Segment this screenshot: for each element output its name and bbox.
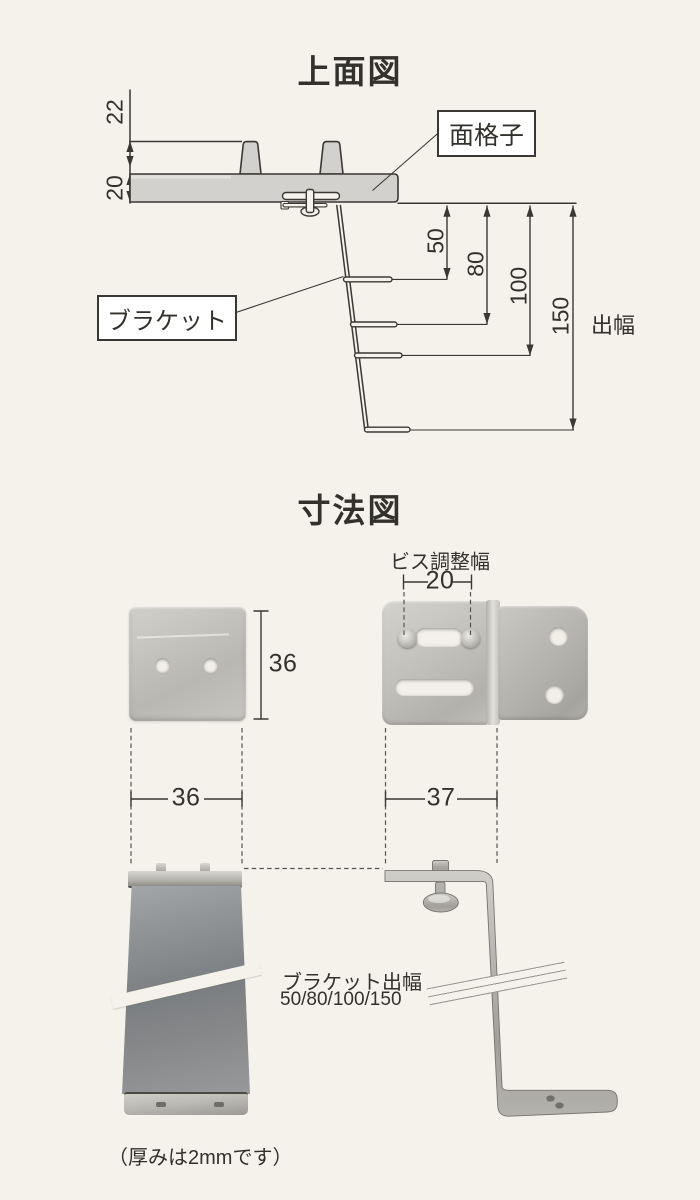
dim-100-label: 100: [505, 266, 532, 306]
grille-bar-section-2: [319, 140, 344, 175]
plate-front-photo: [129, 607, 246, 721]
bracket-arm-100: [353, 352, 403, 359]
bracket-foot: [363, 426, 411, 433]
bracket-top-flange: [498, 606, 588, 720]
screw-post-right: [200, 863, 210, 872]
clamp-bolt: [305, 188, 315, 214]
bracket-stem: [336, 204, 366, 429]
top-view-title: 上面図: [297, 53, 403, 90]
bracket-projection-values: 50/80/100/150: [280, 989, 402, 1010]
mount-slot: [395, 679, 474, 696]
bolt-stem: [435, 881, 446, 900]
scratch-mark: [137, 633, 229, 639]
dim-22-label: 22: [101, 99, 128, 125]
bracket-top-photo: [382, 598, 588, 728]
screw-post-left: [156, 863, 166, 872]
flange-hole-bottom: [545, 685, 564, 704]
bracket-label-box: ブラケット: [97, 295, 237, 341]
dim-bracket-width-label: 37: [426, 783, 456, 812]
dim-screw-adjust-label: 20: [425, 566, 455, 595]
bracket-top-wall-plate: [382, 601, 490, 725]
bracket-front-top-flange: [128, 871, 242, 888]
clamp-plate: [281, 191, 341, 201]
grille-label-box: 面格子: [437, 110, 536, 157]
plate-hole-left: [155, 658, 170, 673]
bracket-top-fold: [486, 600, 500, 725]
dim-plate-width-label: 36: [171, 783, 201, 812]
bolt-head: [422, 892, 459, 913]
side-foot-hole-1: [546, 1095, 555, 1102]
clamp-nut: [300, 206, 320, 217]
dim-20-label: 20: [101, 175, 128, 201]
bracket-label: ブラケット: [107, 307, 227, 335]
foot-hole-left: [156, 1102, 166, 1107]
screw-head-left: [398, 629, 417, 648]
dimension-view-title: 寸法図: [297, 492, 403, 529]
plate-hole-right: [203, 658, 218, 673]
dim-50-label: 50: [422, 228, 449, 254]
flange-hole-top: [549, 627, 568, 646]
bracket-arm-50: [342, 276, 393, 283]
thickness-note: （厚みは2mmです）: [108, 1147, 293, 1169]
grille-label: 面格子: [448, 121, 524, 150]
grille-leader-line: [372, 131, 440, 191]
break-band-side: [426, 961, 568, 1006]
bracket-arm-80: [349, 321, 398, 328]
dim-plate-height-label: 36: [268, 649, 298, 678]
bracket-front-foot: [124, 1092, 248, 1115]
screw-head-right: [461, 629, 480, 648]
dim-150-label: 150: [547, 296, 574, 336]
screw-adjust-label: ビス調整幅: [390, 551, 490, 574]
adjust-slot: [415, 628, 463, 647]
grille-frame: [129, 173, 399, 203]
screw-post-top: [432, 860, 449, 872]
dim-80-label: 80: [462, 251, 489, 277]
projection-label: 出幅: [590, 313, 636, 338]
side-foot-hole-2: [555, 1102, 564, 1109]
grille-bar-section-1: [239, 140, 262, 175]
foot-hole-right: [214, 1102, 224, 1107]
bracket-leader-line: [232, 275, 344, 315]
